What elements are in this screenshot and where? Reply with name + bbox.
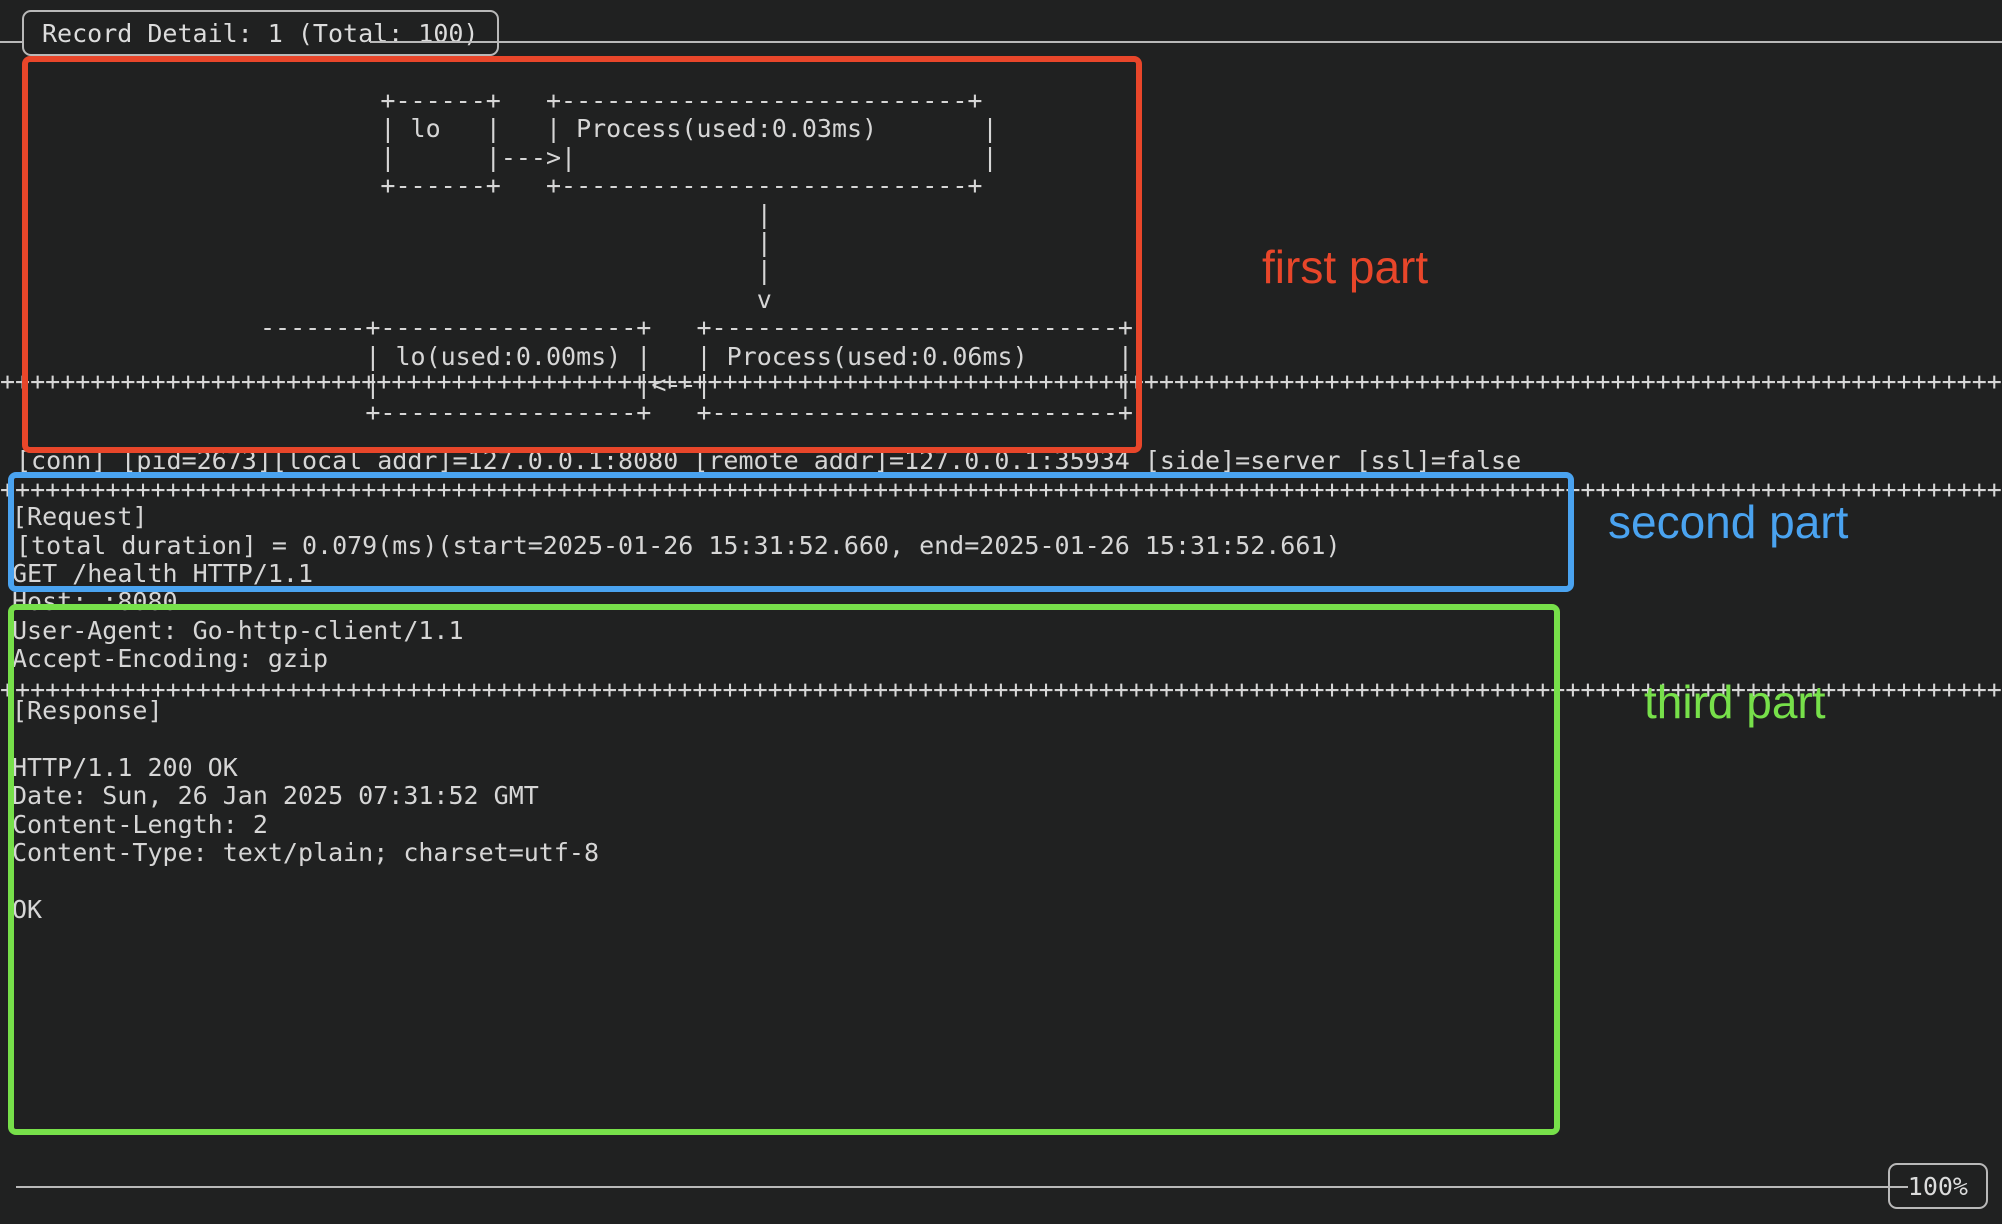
separator-line-1: ++++++++++++++++++++++++++++++++++++++++… <box>0 369 2002 395</box>
ascii-flow-diagram: +------+ +---------------------------+ |… <box>260 86 1133 428</box>
separator-line-3: ++++++++++++++++++++++++++++++++++++++++… <box>0 677 2002 703</box>
scroll-percent-indicator[interactable]: 100% <box>1887 1163 1988 1209</box>
page-title: Record Detail: 1 (Total: 100) <box>22 10 499 56</box>
separator-line-2: ++++++++++++++++++++++++++++++++++++++++… <box>0 477 2002 503</box>
http-request-block: [Request] GET /health HTTP/1.1 Host: :80… <box>12 502 464 674</box>
status-bar-rule <box>16 1186 1908 1188</box>
title-rule-right <box>370 41 2002 43</box>
annotation-label-first-part: first part <box>1262 241 1429 293</box>
title-rule-left <box>0 41 22 43</box>
connection-line-2: [total duration] = 0.079(ms)(start=2025-… <box>16 531 1341 561</box>
annotation-label-second-part: second part <box>1608 496 1849 548</box>
annotation-label-third-part: third part <box>1644 676 1826 728</box>
connection-line-1: [conn] [pid=2673][local addr]=127.0.0.1:… <box>16 445 1522 475</box>
panel-frame: Record Detail: 1 (Total: 100) <box>0 10 2002 56</box>
http-response-block: [Response] HTTP/1.1 200 OK Date: Sun, 26… <box>12 696 599 924</box>
